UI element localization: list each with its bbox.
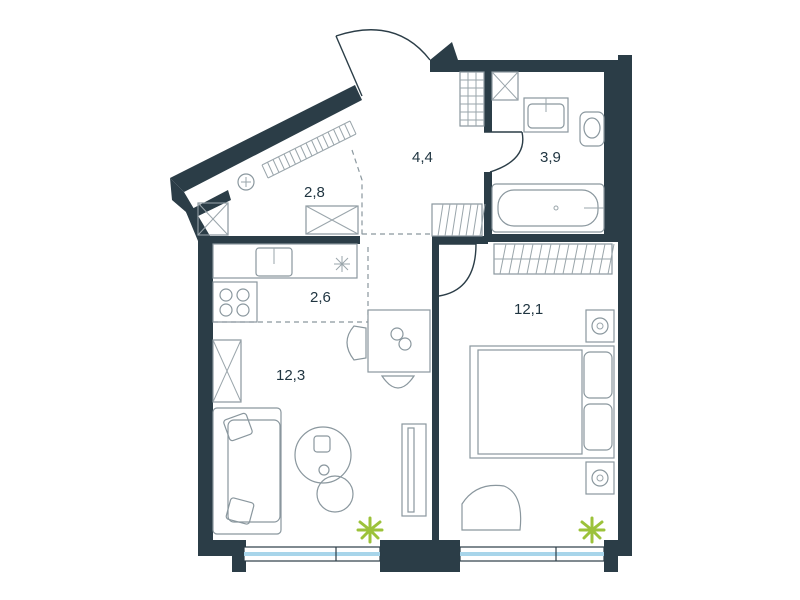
room-area-living-room: 12,3: [276, 367, 305, 384]
dining-chair-bottom: [380, 375, 416, 389]
kitchen-counter: [212, 243, 358, 279]
toilet-icon: [579, 111, 605, 147]
wardrobe-rail: [261, 120, 357, 179]
bottom-wall-center: [380, 540, 460, 572]
bottom-pillar-left: [232, 540, 246, 572]
room-area-bathroom: 3,9: [540, 149, 561, 166]
armchair: [461, 484, 522, 531]
storage-box: [197, 202, 229, 236]
dining-chair-left: [346, 325, 367, 361]
washing-machine-icon: [237, 173, 255, 191]
room-area-bedroom: 12,1: [514, 301, 543, 318]
coffee-table: [294, 426, 352, 484]
closet-wall: [186, 190, 231, 220]
doors: [335, 29, 524, 297]
cabinet: [212, 339, 242, 403]
bathroom-wall-upper: [484, 72, 492, 132]
room-area-kitchen: 2,6: [310, 289, 331, 306]
bathroom-door-swing: [489, 131, 524, 173]
room-area-wardrobe: 2,8: [304, 184, 325, 201]
tv-unit: [401, 423, 427, 517]
kitchen-room: [212, 243, 369, 323]
tile-area: [459, 71, 485, 127]
left-wall: [198, 238, 213, 556]
cushion: [223, 412, 253, 442]
pillow: [583, 403, 613, 451]
bathroom-bottom-wall: [484, 234, 632, 242]
kitchen-boundary: [213, 244, 369, 323]
bedroom-top-wall: [432, 236, 488, 244]
starburst-icon: [334, 256, 350, 272]
bedroom-partition: [432, 244, 439, 544]
side-table: [316, 475, 354, 513]
wardrobe-boundary: [351, 149, 363, 236]
double-bed: [469, 345, 615, 459]
diagonal-wall: [170, 85, 362, 192]
dining-table: [367, 309, 431, 373]
wardrobe-room: [197, 120, 363, 236]
entrance-door-leaf: [335, 35, 363, 97]
bottom-pillar-right: [604, 540, 618, 572]
walls: [170, 42, 632, 572]
windows: [243, 546, 605, 562]
bathroom-wall-lower: [484, 172, 492, 236]
plant-icon: [578, 516, 606, 544]
entrance-door-swing: [335, 29, 431, 61]
top-right-wall: [430, 42, 632, 72]
pillow: [583, 351, 613, 399]
kitchen-top-wall: [198, 236, 360, 244]
nightstand-bottom: [585, 461, 615, 495]
bathroom-right-wall: [604, 72, 618, 236]
room-labels: 4,4 3,9 2,8 2,6 12,1 12,3: [276, 149, 561, 384]
bathroom-room: [459, 71, 605, 233]
hob-icon: [212, 281, 258, 323]
nightstand-top: [585, 309, 615, 343]
room-area-hall: 4,4: [412, 149, 433, 166]
bedroom-door-swing: [438, 243, 477, 297]
shelf-box: [305, 205, 359, 235]
right-wall: [618, 55, 632, 555]
hall-shelf: [431, 203, 483, 237]
cushion: [225, 497, 255, 525]
tv-icon: [407, 427, 415, 513]
plant-icon: [356, 516, 384, 544]
living-room: [212, 309, 431, 544]
hall-room: [362, 203, 486, 237]
shower-tray: [491, 71, 519, 101]
bedroom-room: [461, 243, 615, 544]
sofa: [212, 407, 282, 535]
